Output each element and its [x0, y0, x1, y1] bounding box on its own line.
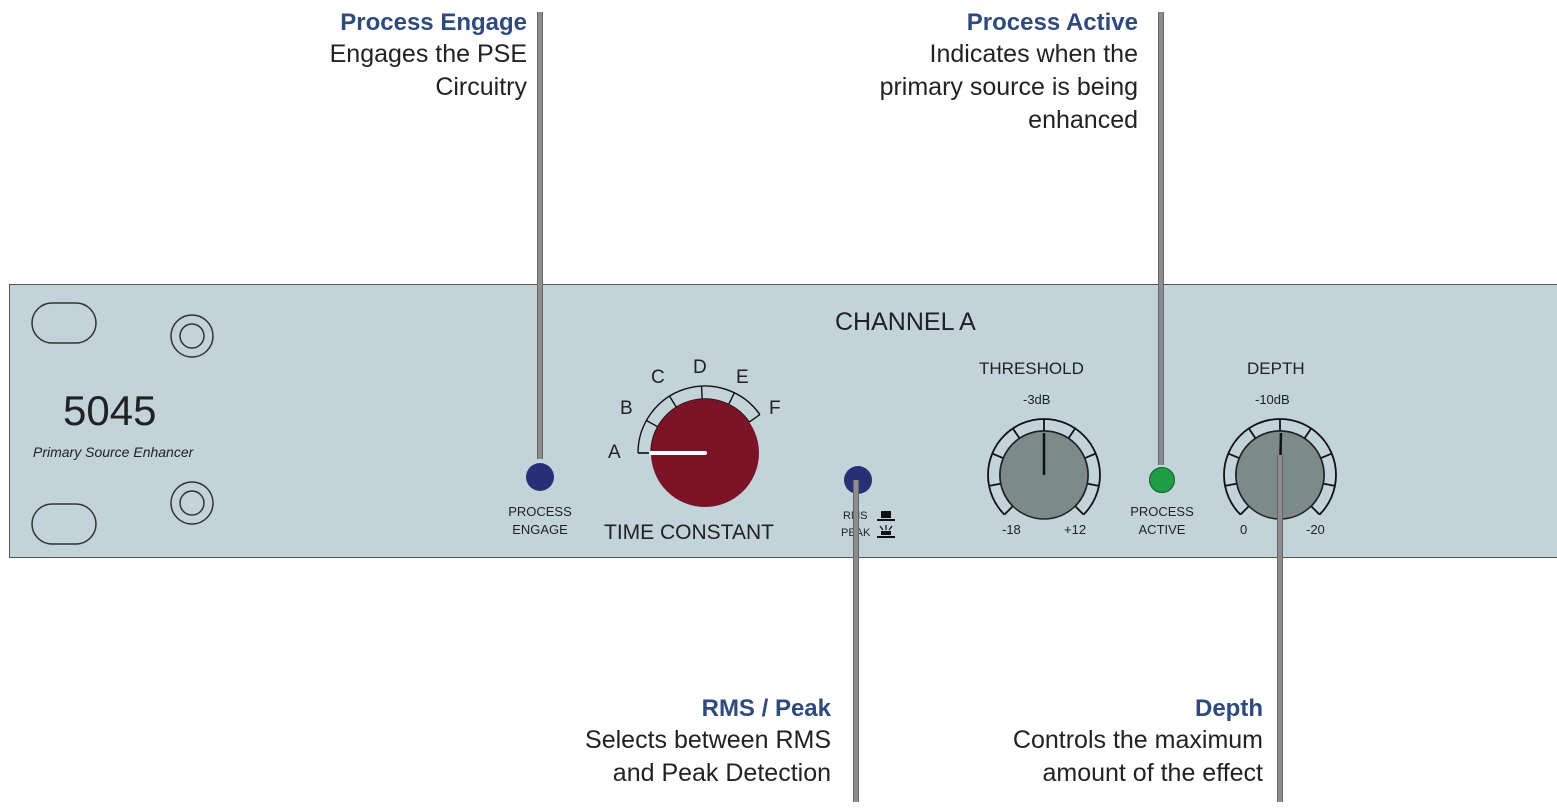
scale-tick: [1067, 427, 1076, 439]
depth-min: 0: [1240, 522, 1248, 537]
depth-top-value: -10dB: [1255, 392, 1290, 407]
scale-tick: [700, 386, 703, 400]
threshold-knob[interactable]: [974, 405, 1114, 545]
callout-process-active: Process Active Indicates when the primar…: [880, 8, 1138, 137]
callout-description: Indicates when the primary source is bei…: [879, 40, 1138, 134]
callout-depth: Depth Controls the maximum amount of the…: [1013, 694, 1263, 790]
rms-peak-switch-icons: [877, 511, 895, 538]
time-constant-position-a: A: [608, 442, 621, 463]
scale-tick: [1320, 452, 1333, 459]
time-constant-position-e: E: [736, 367, 749, 388]
leader-process-active: [1158, 12, 1164, 465]
front-panel: 5045 Primary Source Enhancer CHANNEL A P…: [9, 284, 1557, 558]
scale-tick: [668, 395, 677, 408]
scale-tick: [1227, 452, 1240, 459]
scale-tick: [991, 452, 1004, 459]
scale-outer-arc: [637, 385, 761, 454]
time-constant-position-d: D: [693, 357, 707, 378]
screw-top: [170, 314, 214, 358]
callout-title: RMS / Peak: [701, 695, 831, 722]
depth-label: DEPTH: [1247, 359, 1305, 378]
scale-tick: [1239, 505, 1250, 516]
callout-title: Depth: [1195, 695, 1263, 722]
scale-tick: [988, 482, 1002, 487]
scale-tick: [1248, 427, 1257, 439]
threshold-top-value: -3dB: [1023, 392, 1051, 407]
callout-title: Process Engage: [340, 9, 527, 36]
scale-tick: [1310, 505, 1321, 516]
time-constant-knob[interactable]: [605, 340, 805, 540]
scale-tick: [646, 419, 659, 428]
threshold-max: +12: [1064, 522, 1087, 537]
callout-process-engage: Process Engage Engages the PSE Circuitry: [330, 8, 527, 104]
scale-tick: [1303, 427, 1312, 439]
rack-slot-top: [31, 302, 97, 344]
scale-tick: [1074, 505, 1085, 516]
screw-bottom: [170, 481, 214, 525]
time-constant-position-f: F: [769, 398, 781, 419]
leader-rms-peak: [853, 480, 859, 802]
threshold-label: THRESHOLD: [979, 359, 1084, 378]
callout-description: Controls the maximum amount of the effec…: [1012, 726, 1263, 787]
callout-title: Process Active: [966, 9, 1138, 36]
scale-tick: [1086, 482, 1100, 487]
scale-tick: [1322, 482, 1336, 487]
peak-switch-icon: [877, 525, 895, 538]
process-engage-label: PROCESS ENGAGE: [508, 504, 572, 537]
leader-depth: [1277, 455, 1283, 802]
time-constant-position-c: C: [651, 367, 665, 388]
process-engage-button[interactable]: [526, 463, 554, 491]
scale-tick: [1003, 505, 1014, 516]
channel-label: CHANNEL A: [835, 308, 976, 336]
time-constant-position-b: B: [620, 398, 633, 419]
rack-hardware: [31, 302, 214, 545]
callout-description: Selects between RMS and Peak Detection: [585, 726, 831, 787]
scale-tick: [748, 413, 761, 423]
model-number: 5045: [63, 387, 157, 434]
time-constant-label: TIME CONSTANT: [604, 521, 774, 544]
scale-tick: [1224, 482, 1238, 487]
depth-max: -20: [1306, 522, 1325, 537]
process-active-led: [1149, 467, 1175, 493]
scale-tick: [1084, 452, 1097, 459]
rms-switch-icon: [877, 511, 895, 521]
rack-slot-bottom: [31, 503, 97, 545]
threshold-min: -18: [1002, 522, 1021, 537]
leader-process-engage: [537, 12, 543, 459]
callout-description: Engages the PSE Circuitry: [329, 40, 527, 101]
model-subtitle: Primary Source Enhancer: [33, 444, 194, 460]
callout-rms-peak: RMS / Peak Selects between RMS and Peak …: [585, 694, 831, 790]
scale-tick: [728, 392, 736, 405]
process-active-label: PROCESS ACTIVE: [1130, 504, 1194, 537]
scale-tick: [1012, 427, 1021, 439]
